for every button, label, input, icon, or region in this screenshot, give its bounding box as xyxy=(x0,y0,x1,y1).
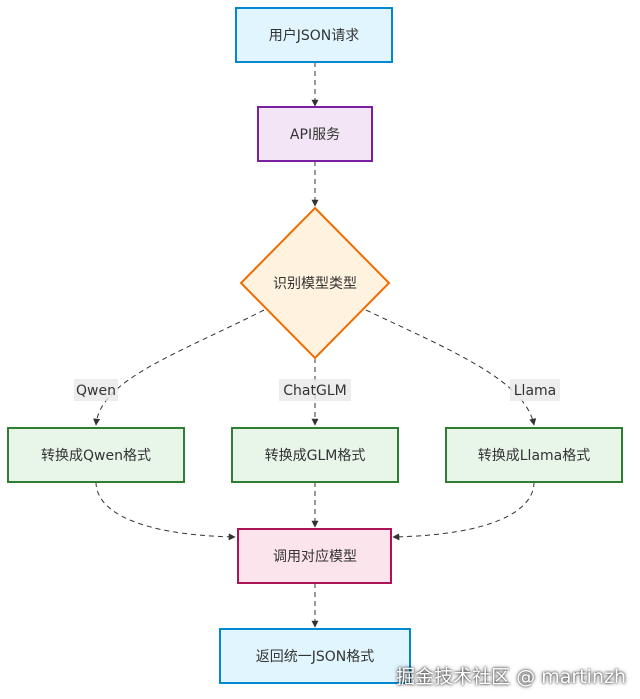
watermark: 掘金技术社区 @ martinzh xyxy=(396,666,626,688)
edge-label-chatglm: ChatGLM xyxy=(279,379,351,401)
node-user-json-request: 用户JSON请求 xyxy=(235,7,393,63)
node-call-model: 调用对应模型 xyxy=(237,528,392,584)
node-return-json: 返回统一JSON格式 xyxy=(219,628,411,684)
svg-text:Qwen: Qwen xyxy=(76,383,116,399)
svg-text:转换成GLM格式: 转换成GLM格式 xyxy=(265,447,366,464)
node-convert-glm: 转换成GLM格式 xyxy=(231,427,399,483)
svg-text:ChatGLM: ChatGLM xyxy=(283,383,346,399)
svg-text:转换成Qwen格式: 转换成Qwen格式 xyxy=(41,447,151,464)
edge-llama-to-call xyxy=(392,481,535,541)
node-api-service: API服务 xyxy=(257,106,373,162)
node-convert-qwen: 转换成Qwen格式 xyxy=(7,427,185,483)
svg-text:Llama: Llama xyxy=(514,383,557,399)
edge-identify-to-llama xyxy=(365,309,537,426)
svg-text:调用对应模型: 调用对应模型 xyxy=(273,548,357,565)
edge-label-qwen: Qwen xyxy=(74,379,118,401)
svg-text:识别模型类型: 识别模型类型 xyxy=(273,276,357,292)
edge-qwen-to-call xyxy=(95,481,236,541)
edge-identify-to-qwen xyxy=(93,309,265,426)
svg-text:用户JSON请求: 用户JSON请求 xyxy=(269,27,360,44)
edge-label-llama: Llama xyxy=(510,379,560,401)
svg-text:API服务: API服务 xyxy=(290,127,340,143)
node-convert-llama: 转换成Llama格式 xyxy=(445,427,623,483)
svg-text:转换成Llama格式: 转换成Llama格式 xyxy=(478,447,591,464)
svg-text:返回统一JSON格式: 返回统一JSON格式 xyxy=(256,649,375,665)
node-identify-model-type: 识别模型类型 xyxy=(239,206,391,360)
